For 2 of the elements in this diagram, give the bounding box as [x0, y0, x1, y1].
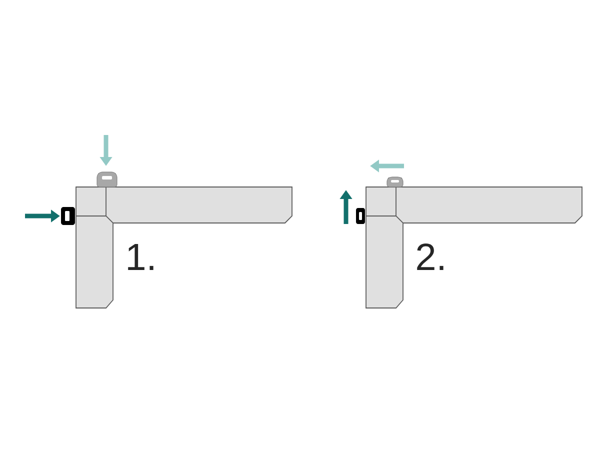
step-number: 2. — [417, 244, 444, 270]
step-number: 1. — [128, 244, 154, 270]
